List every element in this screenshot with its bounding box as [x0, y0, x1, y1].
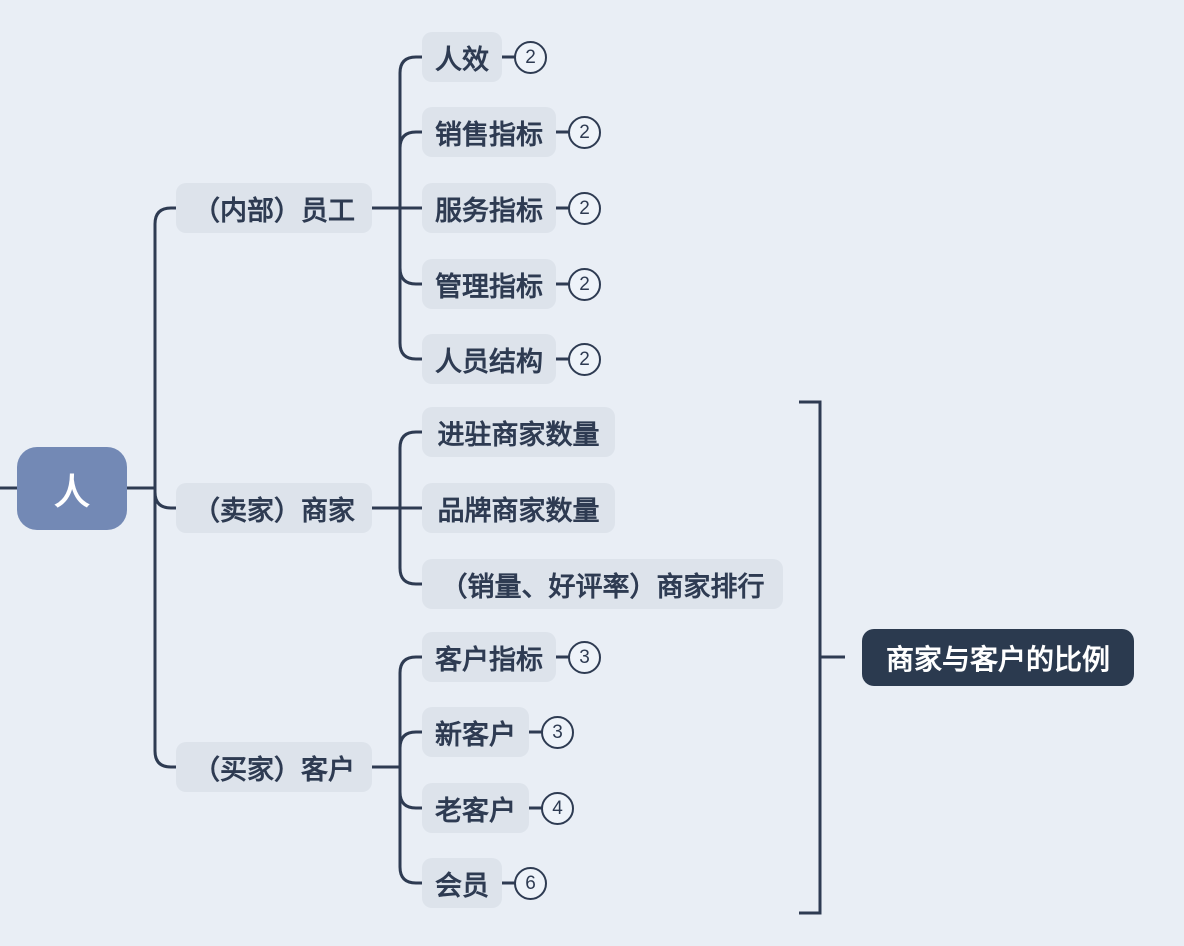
collapse-badge-personnel-structure[interactable]: 2 [568, 343, 601, 376]
topic-buyer-customers[interactable]: （买家）客户 [176, 742, 372, 792]
collapse-badge-service-metrics[interactable]: 2 [568, 192, 601, 225]
topic-management-metrics[interactable]: 管理指标 [422, 259, 556, 309]
topic-internal-staff[interactable]: （内部）员工 [176, 183, 372, 233]
topic-personnel-structure[interactable]: 人员结构 [422, 334, 556, 384]
topic-customer-metrics[interactable]: 客户指标 [422, 632, 556, 682]
collapse-badge-members[interactable]: 6 [514, 867, 547, 900]
summary-bracket [799, 400, 822, 915]
edge-staff-c2 [398, 130, 422, 208]
edge-root-customers [153, 488, 176, 769]
edge-root-staff [153, 206, 176, 488]
topic-brand-merchant-count[interactable]: 品牌商家数量 [422, 483, 615, 533]
edge-customers-c3 [398, 767, 422, 810]
collapse-badge-old-customers[interactable]: 4 [541, 792, 574, 825]
edge-customers-c2 [398, 730, 422, 767]
edge-merchants-c1 [398, 430, 422, 508]
edge-staff-c4 [398, 208, 422, 286]
topic-merchant-ranking[interactable]: （销量、好评率）商家排行 [422, 559, 783, 609]
collapse-badge-sales-metrics[interactable]: 2 [568, 116, 601, 149]
collapse-badge-management-metrics[interactable]: 2 [568, 268, 601, 301]
edge-root-merchants [153, 488, 176, 510]
topic-new-customers[interactable]: 新客户 [422, 707, 529, 757]
root-topic-person[interactable]: 人 [17, 447, 127, 530]
topic-staff-efficiency[interactable]: 人效 [422, 32, 502, 82]
edge-staff-c5 [398, 208, 422, 361]
summary-topic-merchant-customer-ratio[interactable]: 商家与客户的比例 [862, 629, 1134, 686]
topic-old-customers[interactable]: 老客户 [422, 783, 529, 833]
edge-staff-c1 [398, 55, 422, 208]
topic-service-metrics[interactable]: 服务指标 [422, 183, 556, 233]
topic-sales-metrics[interactable]: 销售指标 [422, 107, 556, 157]
topic-seller-merchants[interactable]: （卖家）商家 [176, 483, 372, 533]
edge-customers-c1 [398, 655, 422, 767]
collapse-badge-new-customers[interactable]: 3 [541, 716, 574, 749]
topic-merchant-count[interactable]: 进驻商家数量 [422, 407, 615, 457]
edge-customers-c4 [398, 767, 422, 885]
edge-merchants-c3 [398, 508, 422, 586]
collapse-badge-staff-efficiency[interactable]: 2 [514, 41, 547, 74]
topic-members[interactable]: 会员 [422, 858, 502, 908]
collapse-badge-customer-metrics[interactable]: 3 [568, 641, 601, 674]
